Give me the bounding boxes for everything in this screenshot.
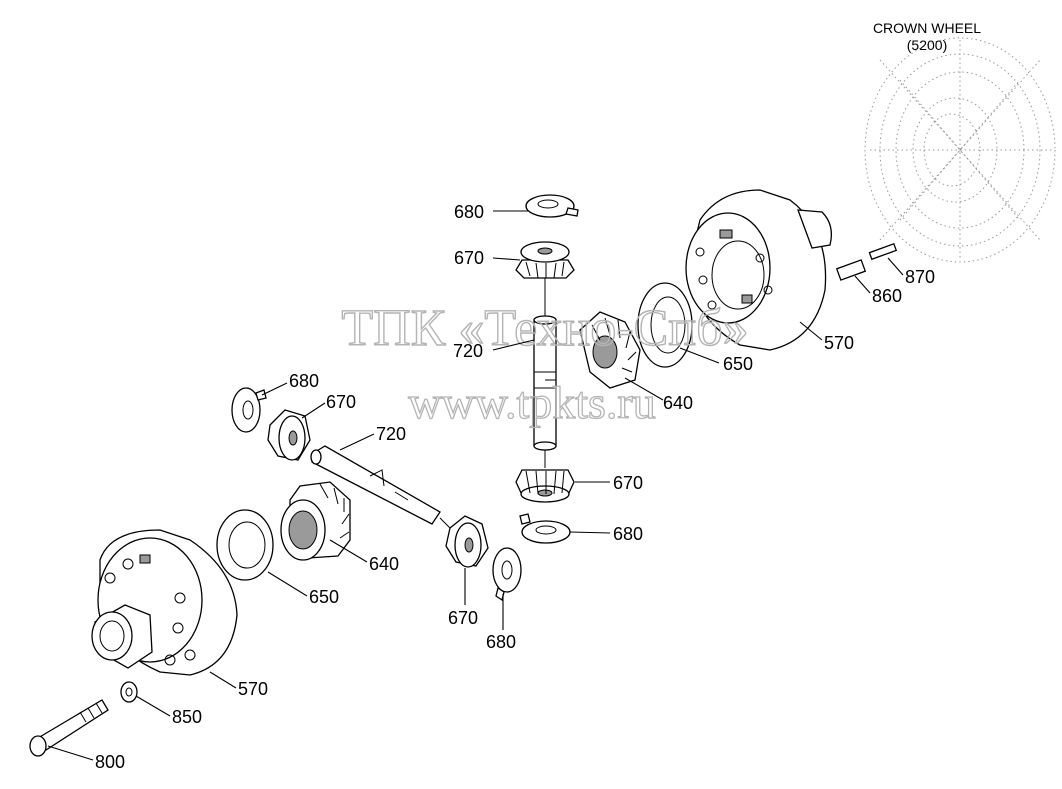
- cross-shaft-horizontal: [310, 445, 453, 531]
- sleeve-860: [835, 259, 867, 281]
- callout-670-top: 670: [454, 248, 484, 268]
- diff-case-half-right: [685, 189, 833, 351]
- watermark-url: www.tpkts.ru: [408, 377, 655, 428]
- callout-680-top: 680: [454, 202, 484, 222]
- callout-570-left: 570: [238, 679, 268, 699]
- callout-640-left: 640: [369, 554, 399, 574]
- pinion-gear-left: [267, 409, 311, 461]
- callout-680-left: 680: [289, 371, 319, 391]
- callout-680-center: 680: [613, 524, 643, 544]
- crown-wheel-part-number: (5200): [907, 37, 947, 53]
- crown-wheel-caption: CROWN WHEEL: [873, 20, 981, 36]
- leader-lines: [47, 210, 904, 761]
- callout-850: 850: [172, 707, 202, 727]
- watermark-company: ТПК «Техно-Спб»: [341, 300, 748, 357]
- callout-670-bottom: 670: [448, 608, 478, 628]
- callout-650-left: 650: [309, 587, 339, 607]
- callout-680-bottom: 680: [486, 632, 516, 652]
- thrust-washer-right: [637, 282, 693, 368]
- pinion-gear-center: [515, 469, 575, 503]
- pin-870: [868, 242, 898, 261]
- callout-670-left: 670: [326, 392, 356, 412]
- callout-860: 860: [872, 286, 902, 306]
- pinion-gear-bottom: [445, 515, 489, 568]
- thrust-washer-left-large: [216, 509, 274, 581]
- callout-670-center: 670: [613, 473, 643, 493]
- thrust-washer-left: [231, 387, 267, 433]
- side-gear-left: [280, 481, 351, 561]
- thrust-washer-bottom: [492, 547, 522, 602]
- washer-850: [120, 681, 138, 703]
- crown-wheel-phantom: [864, 37, 1056, 263]
- bolt-800: [29, 699, 109, 757]
- callout-570-right: 570: [824, 333, 854, 353]
- thrust-washer-center: [519, 513, 571, 544]
- callout-870: 870: [905, 267, 935, 287]
- side-gear-right: [579, 311, 641, 389]
- callout-720-horizontal: 720: [376, 424, 406, 444]
- callout-800: 800: [95, 752, 125, 772]
- callout-640-right: 640: [663, 393, 693, 413]
- diff-case-half-left: [91, 529, 238, 676]
- callout-650-right: 650: [723, 354, 753, 374]
- thrust-washer-top: [525, 194, 579, 218]
- callout-720-vertical: 720: [453, 341, 483, 361]
- pinion-gear-top: [515, 241, 575, 279]
- cross-shaft-vertical: [533, 278, 557, 468]
